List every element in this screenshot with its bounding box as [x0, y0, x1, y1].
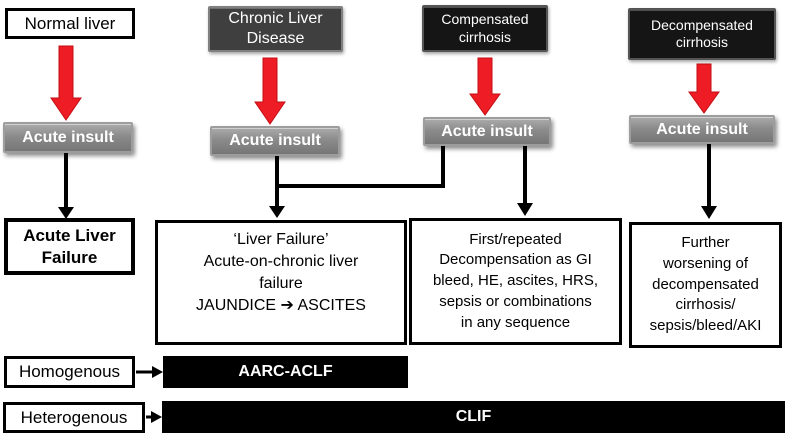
further-worsening-box: Further worsening of decompensated cirrh… — [629, 222, 782, 348]
decompensated-cirrhosis-box: Decompensated cirrhosis — [628, 8, 776, 60]
normal-liver-box: Normal liver — [5, 8, 135, 39]
black-arrow-head-decompensation — [517, 203, 533, 216]
acute-insult-box-chronic: Acute insult — [210, 126, 340, 156]
homogenous-label-box: Homogenous — [4, 356, 135, 388]
black-arrow-head-aclf — [269, 206, 285, 218]
black-arrow-head-worsening — [701, 206, 717, 219]
aclf-box: ‘Liver Failure’ Acute-on-chronic liver f… — [155, 220, 407, 345]
clif-bar: CLIF — [162, 401, 785, 433]
red-down-arrow-decompensated — [688, 63, 720, 114]
compensated-cirrhosis-box: Compensated cirrhosis — [422, 5, 548, 52]
decompensation-box: First/repeated Decompensation as GI blee… — [409, 218, 622, 345]
red-down-arrow-normal — [50, 45, 82, 121]
acute-insult-box-normal: Acute insult — [3, 122, 133, 153]
homogenous-arrow-head — [152, 366, 163, 378]
red-down-arrow-chronic — [254, 57, 286, 125]
acute-insult-box-compensated: Acute insult — [423, 117, 551, 146]
chronic-liver-disease-box: Chronic Liver Disease — [208, 6, 343, 52]
acute-liver-failure-box: Acute Liver Failure — [4, 218, 135, 275]
red-down-arrow-compensated — [469, 57, 501, 116]
heterogenous-arrow-head — [151, 411, 162, 423]
aarc-aclf-bar: AARC-ACLF — [163, 356, 408, 388]
acute-insult-box-decompensated: Acute insult — [629, 115, 775, 144]
heterogenous-label-box: Heterogenous — [3, 402, 145, 433]
